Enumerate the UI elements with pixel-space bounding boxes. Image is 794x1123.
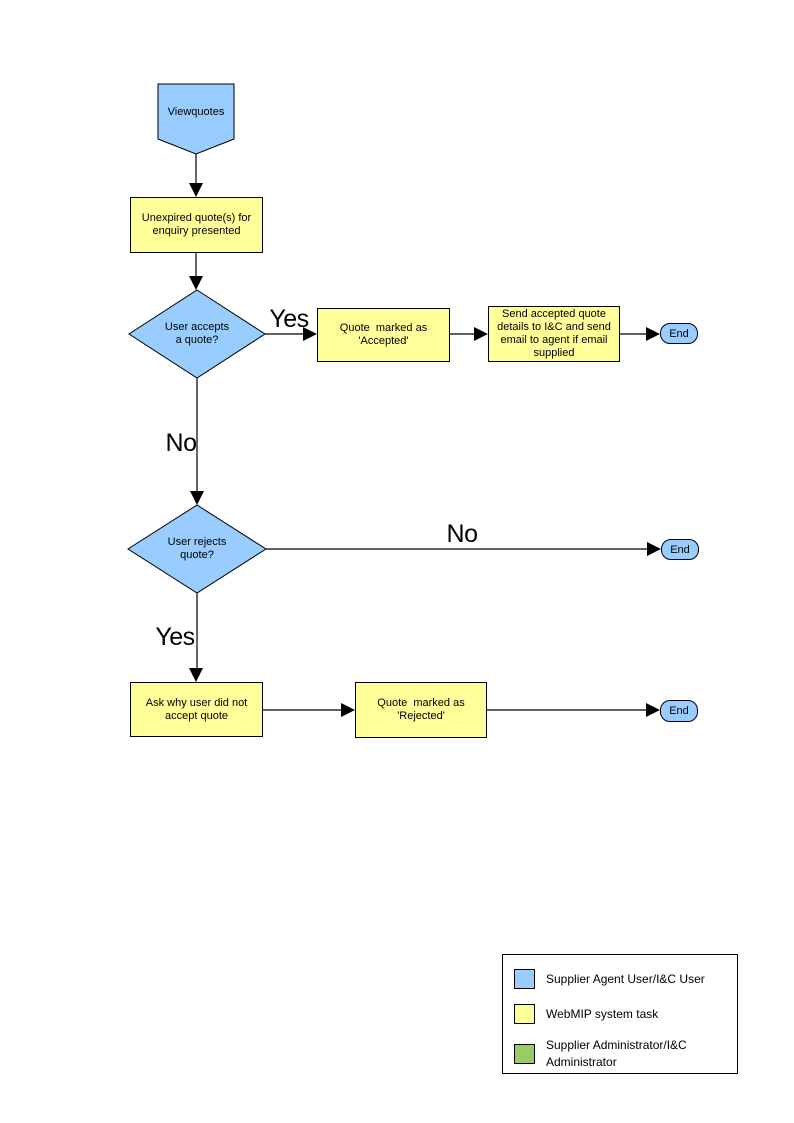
arrowhead-down-icon xyxy=(189,183,203,197)
legend-item-webmip-task: WebMIP system task xyxy=(514,1004,731,1024)
decision-rejects-label: User rejects quote? xyxy=(167,536,227,561)
legend-item-supplier-admin: Supplier Administrator/I&C Administrator xyxy=(514,1037,731,1071)
arrowhead-right-icon xyxy=(303,327,317,341)
connector-lines xyxy=(195,154,648,711)
edge-label-accepts-no: No xyxy=(165,428,197,457)
legend-swatch-green xyxy=(514,1044,535,1064)
end-node-reject: End xyxy=(660,700,698,722)
legend-label: Supplier Agent User/I&C User xyxy=(546,971,705,986)
arrowhead-right-icon xyxy=(341,703,355,717)
legend-swatch-blue xyxy=(514,969,535,989)
arrowhead-right-icon xyxy=(646,703,660,717)
end-node-no-reject: End xyxy=(661,539,699,560)
process-box-send-details: Send accepted quote details to I&C and s… xyxy=(488,306,620,362)
process-box-ask-why: Ask why user did not accept quote xyxy=(130,682,263,737)
process-box-marked-rejected: Quote marked as 'Rejected' xyxy=(355,682,487,738)
arrowhead-down-icon xyxy=(189,276,203,290)
edge-label-rejects-yes: Yes xyxy=(155,622,195,651)
start-node-label: Viewquotes xyxy=(167,105,225,118)
arrowhead-right-icon xyxy=(646,327,660,341)
edge-label-accepts-yes: Yes xyxy=(269,304,309,333)
edge-label-rejects-no: No xyxy=(446,519,478,548)
legend: Supplier Agent User/I&C User WebMIP syst… xyxy=(502,954,738,1074)
legend-label: WebMIP system task xyxy=(546,1006,659,1021)
arrowhead-down-icon xyxy=(189,668,203,682)
arrowhead-right-icon xyxy=(647,542,661,556)
decision-accepts-label: User accepts a quote? xyxy=(164,321,230,346)
arrowhead-right-icon xyxy=(474,327,488,341)
process-box-unexpired-quotes: Unexpired quote(s) for enquiry presented xyxy=(130,197,263,253)
legend-item-supplier-agent: Supplier Agent User/I&C User xyxy=(514,969,731,989)
process-box-marked-accepted: Quote marked as 'Accepted' xyxy=(317,308,450,362)
legend-label: Supplier Administrator/I&C Administrator xyxy=(546,1038,687,1069)
arrowheads xyxy=(189,183,661,717)
legend-swatch-yellow xyxy=(514,1004,535,1024)
arrowhead-down-icon xyxy=(190,491,204,505)
start-pentagon-shape xyxy=(157,83,235,155)
end-node-accept: End xyxy=(660,323,698,344)
